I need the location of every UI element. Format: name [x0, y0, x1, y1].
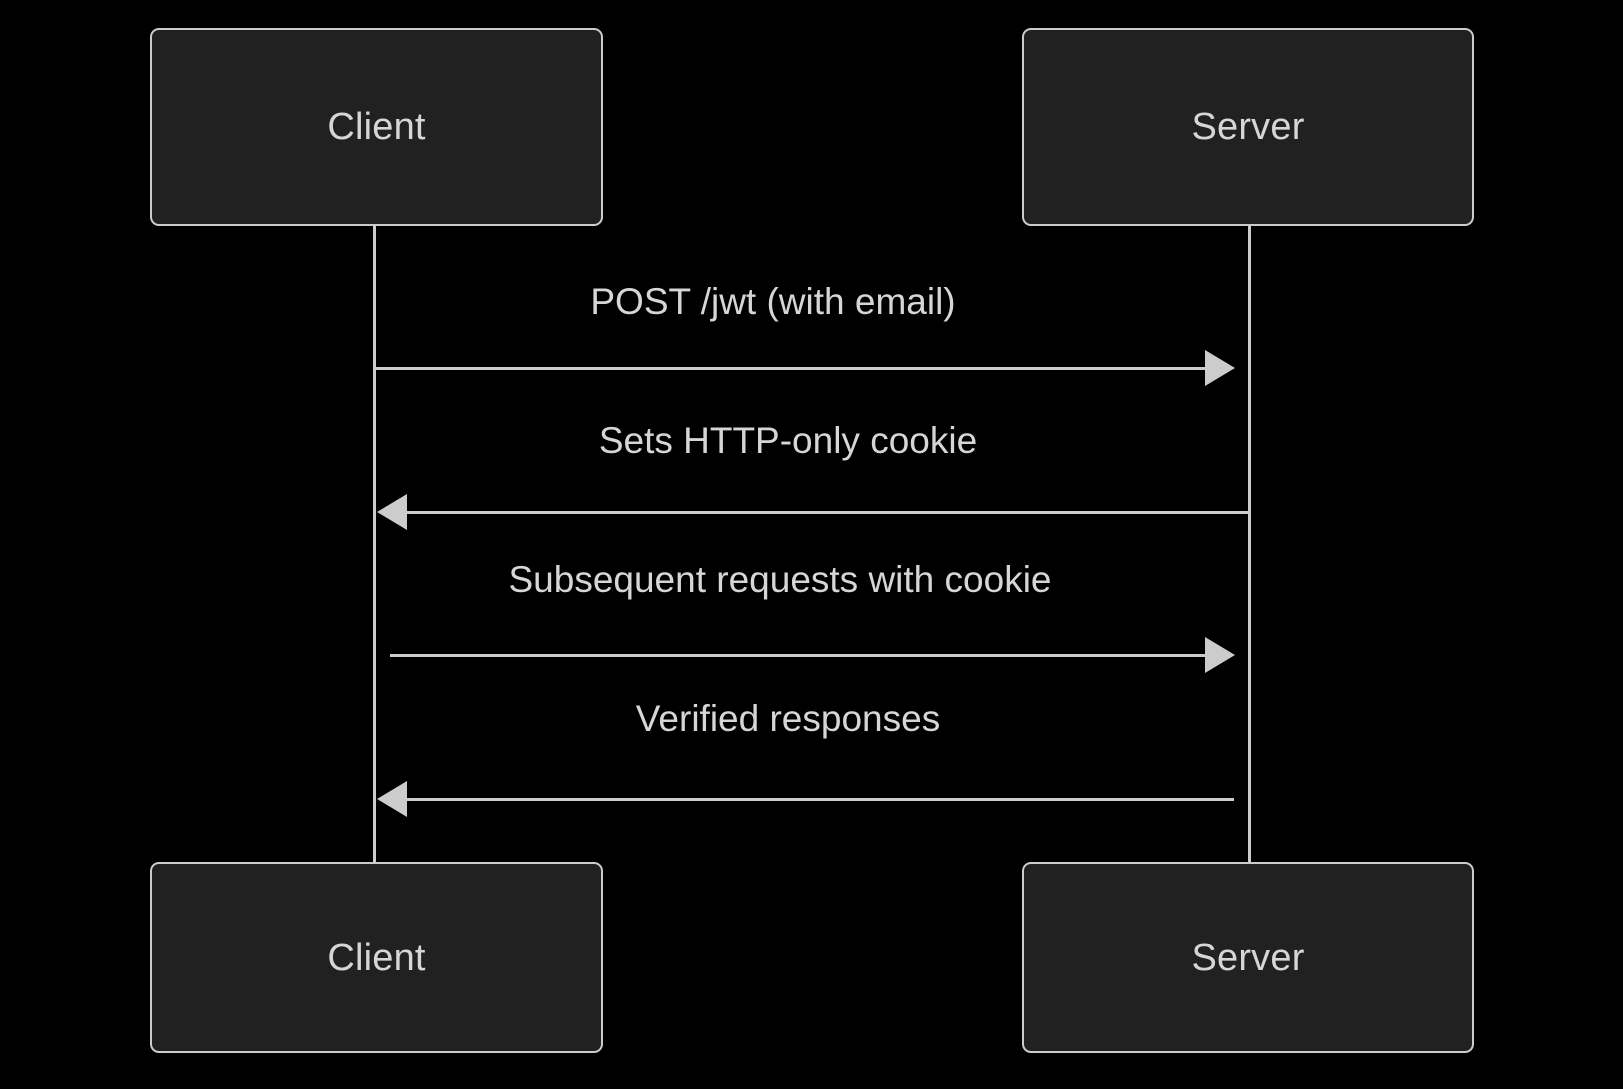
participant-box-client-bottom[interactable]: Client [150, 862, 603, 1053]
message-arrowhead-1 [1205, 350, 1235, 386]
participant-label-client-top: Client [327, 106, 426, 148]
message-arrowhead-2 [377, 494, 407, 530]
message-label-1: POST /jwt (with email) [590, 281, 956, 322]
message-line-4 [407, 798, 1234, 801]
participant-label-server-top: Server [1191, 106, 1305, 148]
message-arrowhead-4 [377, 781, 407, 817]
message-line-2 [407, 511, 1249, 514]
participant-label-server-bottom: Server [1191, 936, 1305, 979]
lifeline-server [1248, 226, 1251, 864]
message-line-1 [374, 367, 1214, 370]
participant-box-server-top[interactable]: Server [1022, 28, 1474, 226]
message-line-3 [390, 654, 1214, 657]
message-arrowhead-3 [1205, 637, 1235, 673]
lifeline-client [373, 226, 376, 864]
participant-box-client-top[interactable]: Client [150, 28, 603, 226]
participant-box-server-bottom[interactable]: Server [1022, 862, 1474, 1053]
message-label-4: Verified responses [635, 698, 941, 739]
participant-label-client-bottom: Client [327, 936, 426, 979]
message-label-3: Subsequent requests with cookie [508, 559, 1052, 600]
message-label-2: Sets HTTP-only cookie [598, 420, 978, 461]
